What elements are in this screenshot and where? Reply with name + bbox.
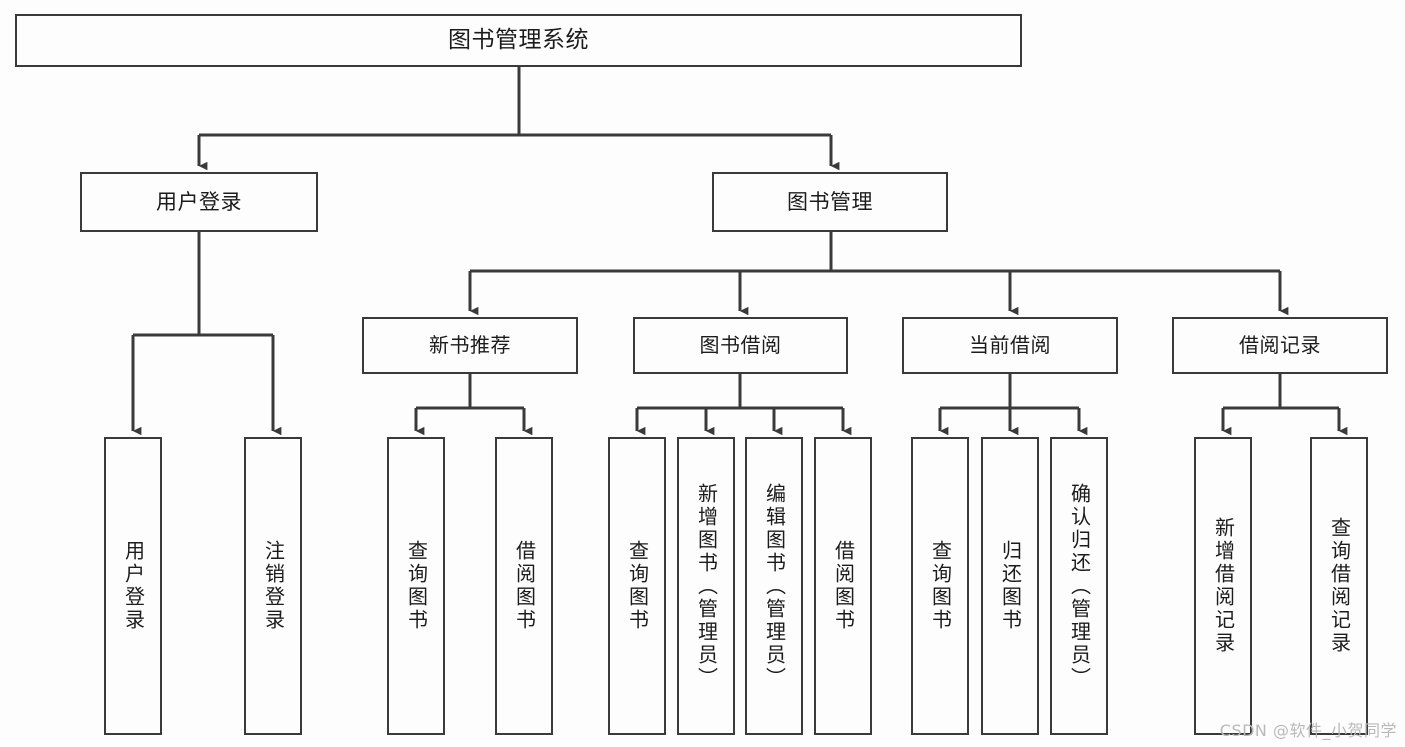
leaf-user-login[interactable]: 用户登录: [104, 437, 162, 735]
leaf-current-confirm-return-label: 确认归还（管理员）: [1067, 482, 1092, 690]
leaf-borrow-add-book[interactable]: 新增图书（管理员）: [677, 437, 735, 735]
leaf-current-confirm-return[interactable]: 确认归还（管理员）: [1050, 437, 1108, 735]
node-current-borrow-label: 当前借阅: [969, 332, 1051, 357]
leaf-recommend-query-book[interactable]: 查询图书: [387, 437, 445, 735]
node-borrow-record-label: 借阅记录: [1239, 332, 1321, 357]
leaf-borrow-query-book[interactable]: 查询图书: [608, 437, 666, 735]
leaf-current-query-book[interactable]: 查询图书: [911, 437, 969, 735]
leaf-user-logout-label: 注销登录: [261, 540, 286, 632]
csdn-watermark: CSDN @软件_小贺同学: [1219, 721, 1397, 740]
node-new-book-recommend[interactable]: 新书推荐: [362, 317, 578, 374]
leaf-borrow-query-book-label: 查询图书: [625, 540, 650, 632]
leaf-current-return-book-label: 归还图书: [998, 540, 1023, 632]
node-root-label: 图书管理系统: [448, 26, 589, 53]
node-user-login[interactable]: 用户登录: [80, 172, 318, 232]
node-current-borrow[interactable]: 当前借阅: [902, 317, 1118, 374]
leaf-recommend-query-book-label: 查询图书: [404, 540, 429, 632]
node-user-login-label: 用户登录: [156, 189, 242, 214]
leaf-borrow-lend-book-label: 借阅图书: [831, 540, 856, 632]
leaf-user-login-label: 用户登录: [121, 540, 146, 632]
leaf-recommend-borrow-book-label: 借阅图书: [512, 540, 537, 632]
node-book-manage-label: 图书管理: [787, 189, 873, 214]
leaf-record-add[interactable]: 新增借阅记录: [1194, 437, 1252, 735]
leaf-record-add-label: 新增借阅记录: [1211, 517, 1236, 655]
leaf-record-search-label: 查询借阅记录: [1327, 517, 1352, 655]
leaf-record-search[interactable]: 查询借阅记录: [1310, 437, 1368, 735]
node-book-borrow[interactable]: 图书借阅: [633, 317, 848, 374]
leaf-recommend-borrow-book[interactable]: 借阅图书: [495, 437, 553, 735]
node-book-manage[interactable]: 图书管理: [712, 172, 948, 232]
leaf-current-return-book[interactable]: 归还图书: [981, 437, 1039, 735]
leaf-borrow-edit-book[interactable]: 编辑图书（管理员）: [745, 437, 803, 735]
leaf-user-logout[interactable]: 注销登录: [244, 437, 302, 735]
leaf-borrow-add-book-label: 新增图书（管理员）: [694, 482, 719, 690]
node-book-borrow-label: 图书借阅: [699, 332, 782, 357]
node-root[interactable]: 图书管理系统: [15, 14, 1022, 67]
leaf-borrow-edit-book-label: 编辑图书（管理员）: [762, 482, 787, 690]
leaf-current-query-book-label: 查询图书: [928, 540, 953, 632]
node-borrow-record[interactable]: 借阅记录: [1172, 317, 1388, 374]
node-new-book-recommend-label: 新书推荐: [429, 332, 511, 357]
leaf-borrow-lend-book[interactable]: 借阅图书: [814, 437, 872, 735]
